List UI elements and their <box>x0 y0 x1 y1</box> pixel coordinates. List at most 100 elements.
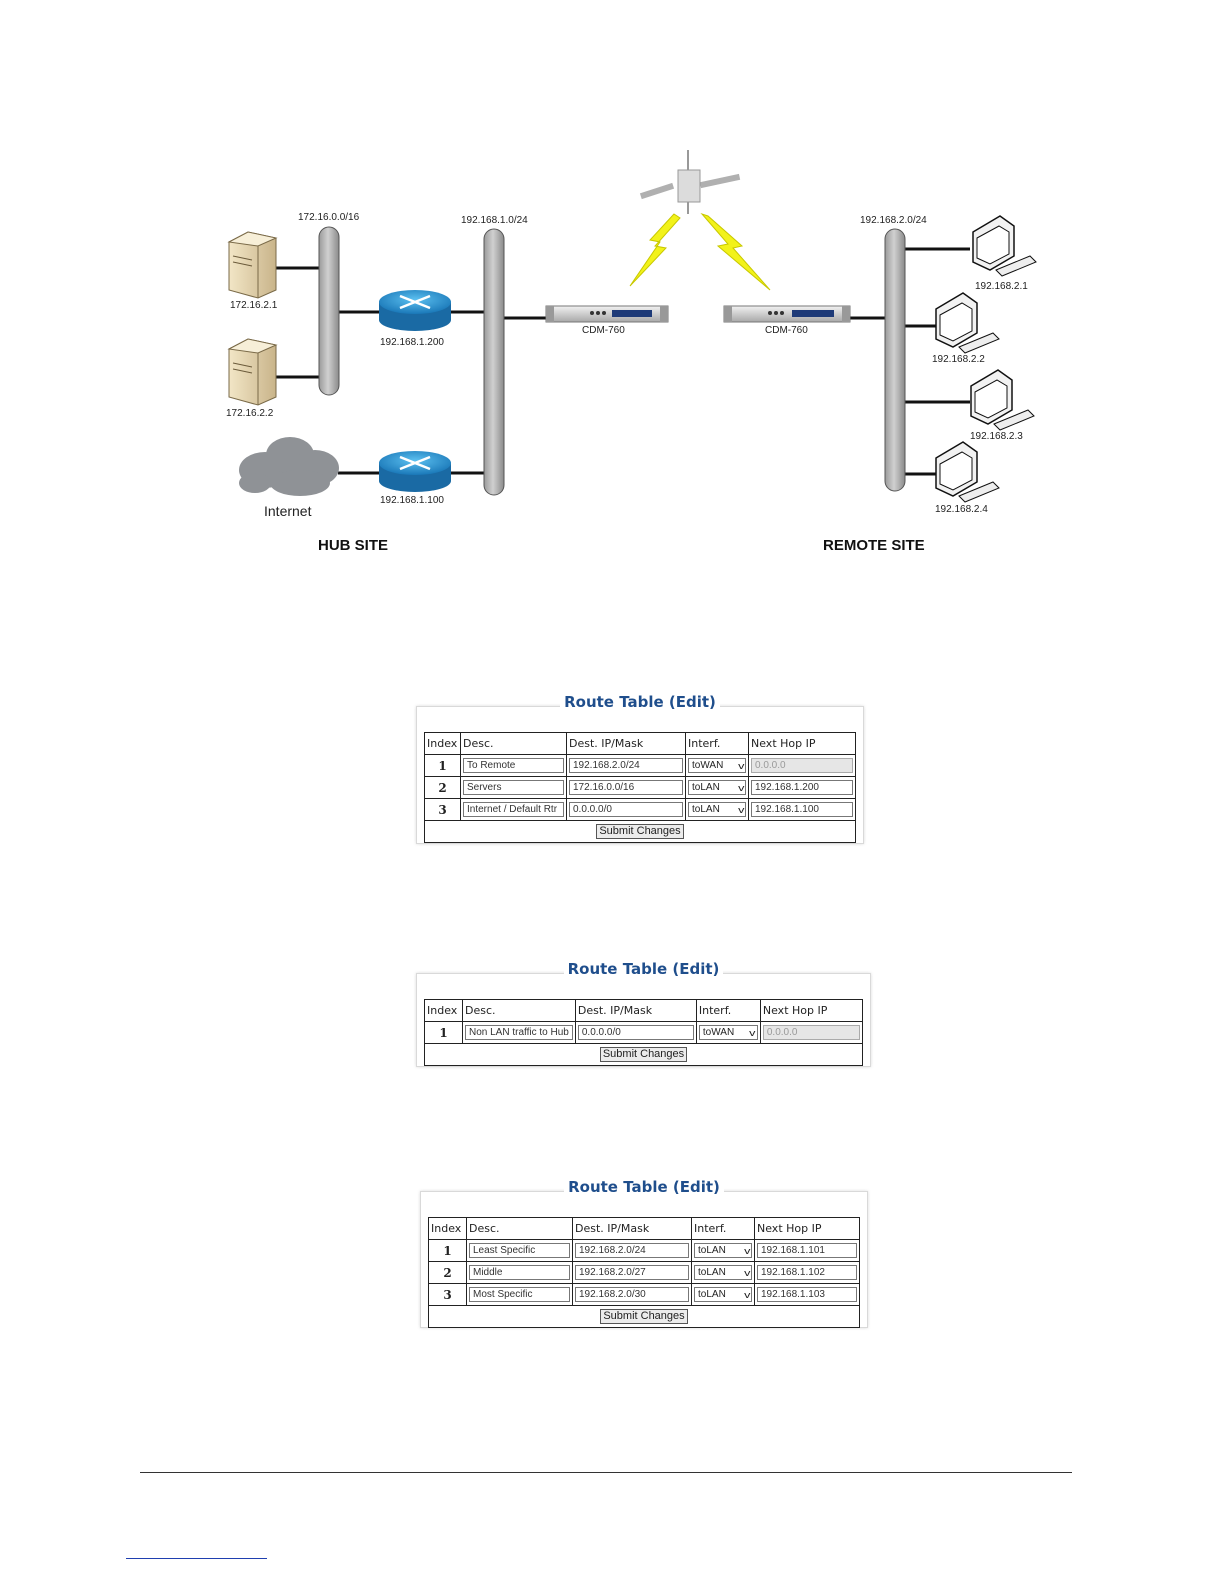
column-header-index: Index <box>424 732 461 755</box>
dest-ip-input[interactable]: 172.16.0.0/16 <box>569 780 683 795</box>
route-table: Index Desc. Dest. IP/Mask Interf. Next H… <box>424 999 864 1066</box>
next-hop-input: 0.0.0.0 <box>751 758 853 773</box>
table-row: 3 Internet / Default Rtr 0.0.0.0/0 toLAN… <box>424 798 856 821</box>
submit-row: Submit Changes <box>424 1043 863 1066</box>
internet-label: Internet <box>264 503 312 519</box>
dest-ip-input[interactable]: 0.0.0.0/0 <box>577 1025 694 1040</box>
desc-input[interactable]: Internet / Default Rtr <box>463 802 564 817</box>
router1-label: 192.168.1.200 <box>380 337 444 348</box>
desc-input[interactable]: Non LAN traffic to Hub <box>465 1025 573 1040</box>
row-index: 3 <box>424 798 461 821</box>
next-hop-input[interactable]: 192.168.1.100 <box>751 802 853 817</box>
next-hop-input[interactable]: 192.168.1.101 <box>757 1243 857 1258</box>
hub-modem-label: CDM-760 <box>582 325 625 336</box>
remote-site-label: REMOTE SITE <box>823 537 925 554</box>
route-table-title: Route Table (Edit) <box>421 1178 867 1197</box>
computer-icon <box>972 215 1037 277</box>
submit-row: Submit Changes <box>428 1305 860 1328</box>
desc-input[interactable]: Least Specific <box>469 1243 570 1258</box>
server-icon <box>227 338 278 406</box>
pc2-label: 192.168.2.2 <box>932 354 985 365</box>
route-table-title: Route Table (Edit) <box>417 693 863 712</box>
column-header-dest: Dest. IP/Mask <box>572 1217 692 1240</box>
pc1-label: 192.168.2.1 <box>975 281 1028 292</box>
server1-label: 172.16.2.1 <box>230 300 278 311</box>
hub-site-label: HUB SITE <box>318 537 388 554</box>
next-hop-input: 0.0.0.0 <box>762 1025 860 1040</box>
lightning-icon <box>629 213 681 287</box>
submit-changes-button[interactable]: Submit Changes <box>600 1309 688 1324</box>
remote-subnet-label: 192.168.2.0/24 <box>860 215 927 226</box>
desc-input[interactable]: Servers <box>463 780 564 795</box>
chevron-down-icon: v <box>737 760 744 771</box>
dest-ip-input[interactable]: 192.168.2.0/24 <box>569 758 683 773</box>
next-hop-input[interactable]: 192.168.1.200 <box>751 780 853 795</box>
desc-input[interactable]: Middle <box>469 1265 570 1280</box>
modem-icon <box>723 305 851 323</box>
pc4-label: 192.168.2.4 <box>935 504 988 515</box>
next-hop-input[interactable]: 192.168.1.103 <box>757 1287 857 1302</box>
computer-icon <box>935 441 1000 503</box>
column-header-next-hop: Next Hop IP <box>754 1217 860 1240</box>
desc-input[interactable]: Most Specific <box>469 1287 570 1302</box>
lightning-icon <box>700 212 771 291</box>
row-index: 1 <box>424 754 461 777</box>
computer-icon <box>935 292 1000 354</box>
chevron-down-icon: v <box>743 1289 750 1300</box>
router-icon <box>379 290 451 331</box>
submit-changes-button[interactable]: Submit Changes <box>596 824 684 839</box>
dest-ip-input[interactable]: 0.0.0.0/0 <box>569 802 683 817</box>
route-table: Index Desc. Dest. IP/Mask Interf. Next H… <box>428 1217 860 1328</box>
column-header-interf: Interf. <box>685 732 749 755</box>
chevron-down-icon: v <box>737 804 744 815</box>
computer-icon <box>970 369 1035 431</box>
hub-subnet-label: 172.16.0.0/16 <box>298 212 360 223</box>
lan-subnet-label: 192.168.1.0/24 <box>461 215 528 226</box>
route-table-title: Route Table (Edit) <box>417 960 870 979</box>
row-index: 2 <box>424 776 461 799</box>
connection-lines <box>276 247 970 476</box>
column-header-interf: Interf. <box>691 1217 755 1240</box>
dest-ip-input[interactable]: 192.168.2.0/24 <box>575 1243 689 1258</box>
table-header-row: Index Desc. Dest. IP/Mask Interf. Next H… <box>428 1217 860 1240</box>
router2-label: 192.168.1.100 <box>380 495 444 506</box>
dest-ip-input[interactable]: 192.168.2.0/30 <box>575 1287 689 1302</box>
column-header-index: Index <box>424 999 463 1022</box>
column-header-desc: Desc. <box>466 1217 573 1240</box>
route-table-panel: Route Table (Edit) Index Desc. Dest. IP/… <box>416 693 864 844</box>
column-header-desc: Desc. <box>460 732 567 755</box>
cloud-icon <box>239 437 339 496</box>
submit-changes-button[interactable]: Submit Changes <box>599 1047 688 1062</box>
row-index: 1 <box>428 1239 467 1262</box>
route-table-panel: Route Table (Edit) Index Desc. Dest. IP/… <box>416 960 871 1067</box>
route-table: Index Desc. Dest. IP/Mask Interf. Next H… <box>424 732 856 843</box>
modem-icon <box>545 305 669 323</box>
pc3-label: 192.168.2.3 <box>970 431 1023 442</box>
next-hop-input[interactable]: 192.168.1.102 <box>757 1265 857 1280</box>
lan-segment-remote <box>884 228 906 492</box>
submit-row: Submit Changes <box>424 820 856 843</box>
dest-ip-input[interactable]: 192.168.2.0/27 <box>575 1265 689 1280</box>
server2-label: 172.16.2.2 <box>226 408 274 419</box>
lan-segment-hub <box>483 228 505 496</box>
column-header-interf: Interf. <box>695 999 761 1022</box>
chevron-down-icon: v <box>743 1267 750 1278</box>
column-header-next-hop: Next Hop IP <box>759 999 864 1022</box>
table-header-row: Index Desc. Dest. IP/Mask Interf. Next H… <box>424 999 864 1022</box>
table-row: 1 Non LAN traffic to Hub 0.0.0.0/0 toWAN… <box>424 1021 864 1044</box>
router-icon <box>379 451 451 492</box>
desc-input[interactable]: To Remote <box>463 758 564 773</box>
row-index: 3 <box>428 1283 467 1306</box>
row-index: 1 <box>424 1021 463 1044</box>
